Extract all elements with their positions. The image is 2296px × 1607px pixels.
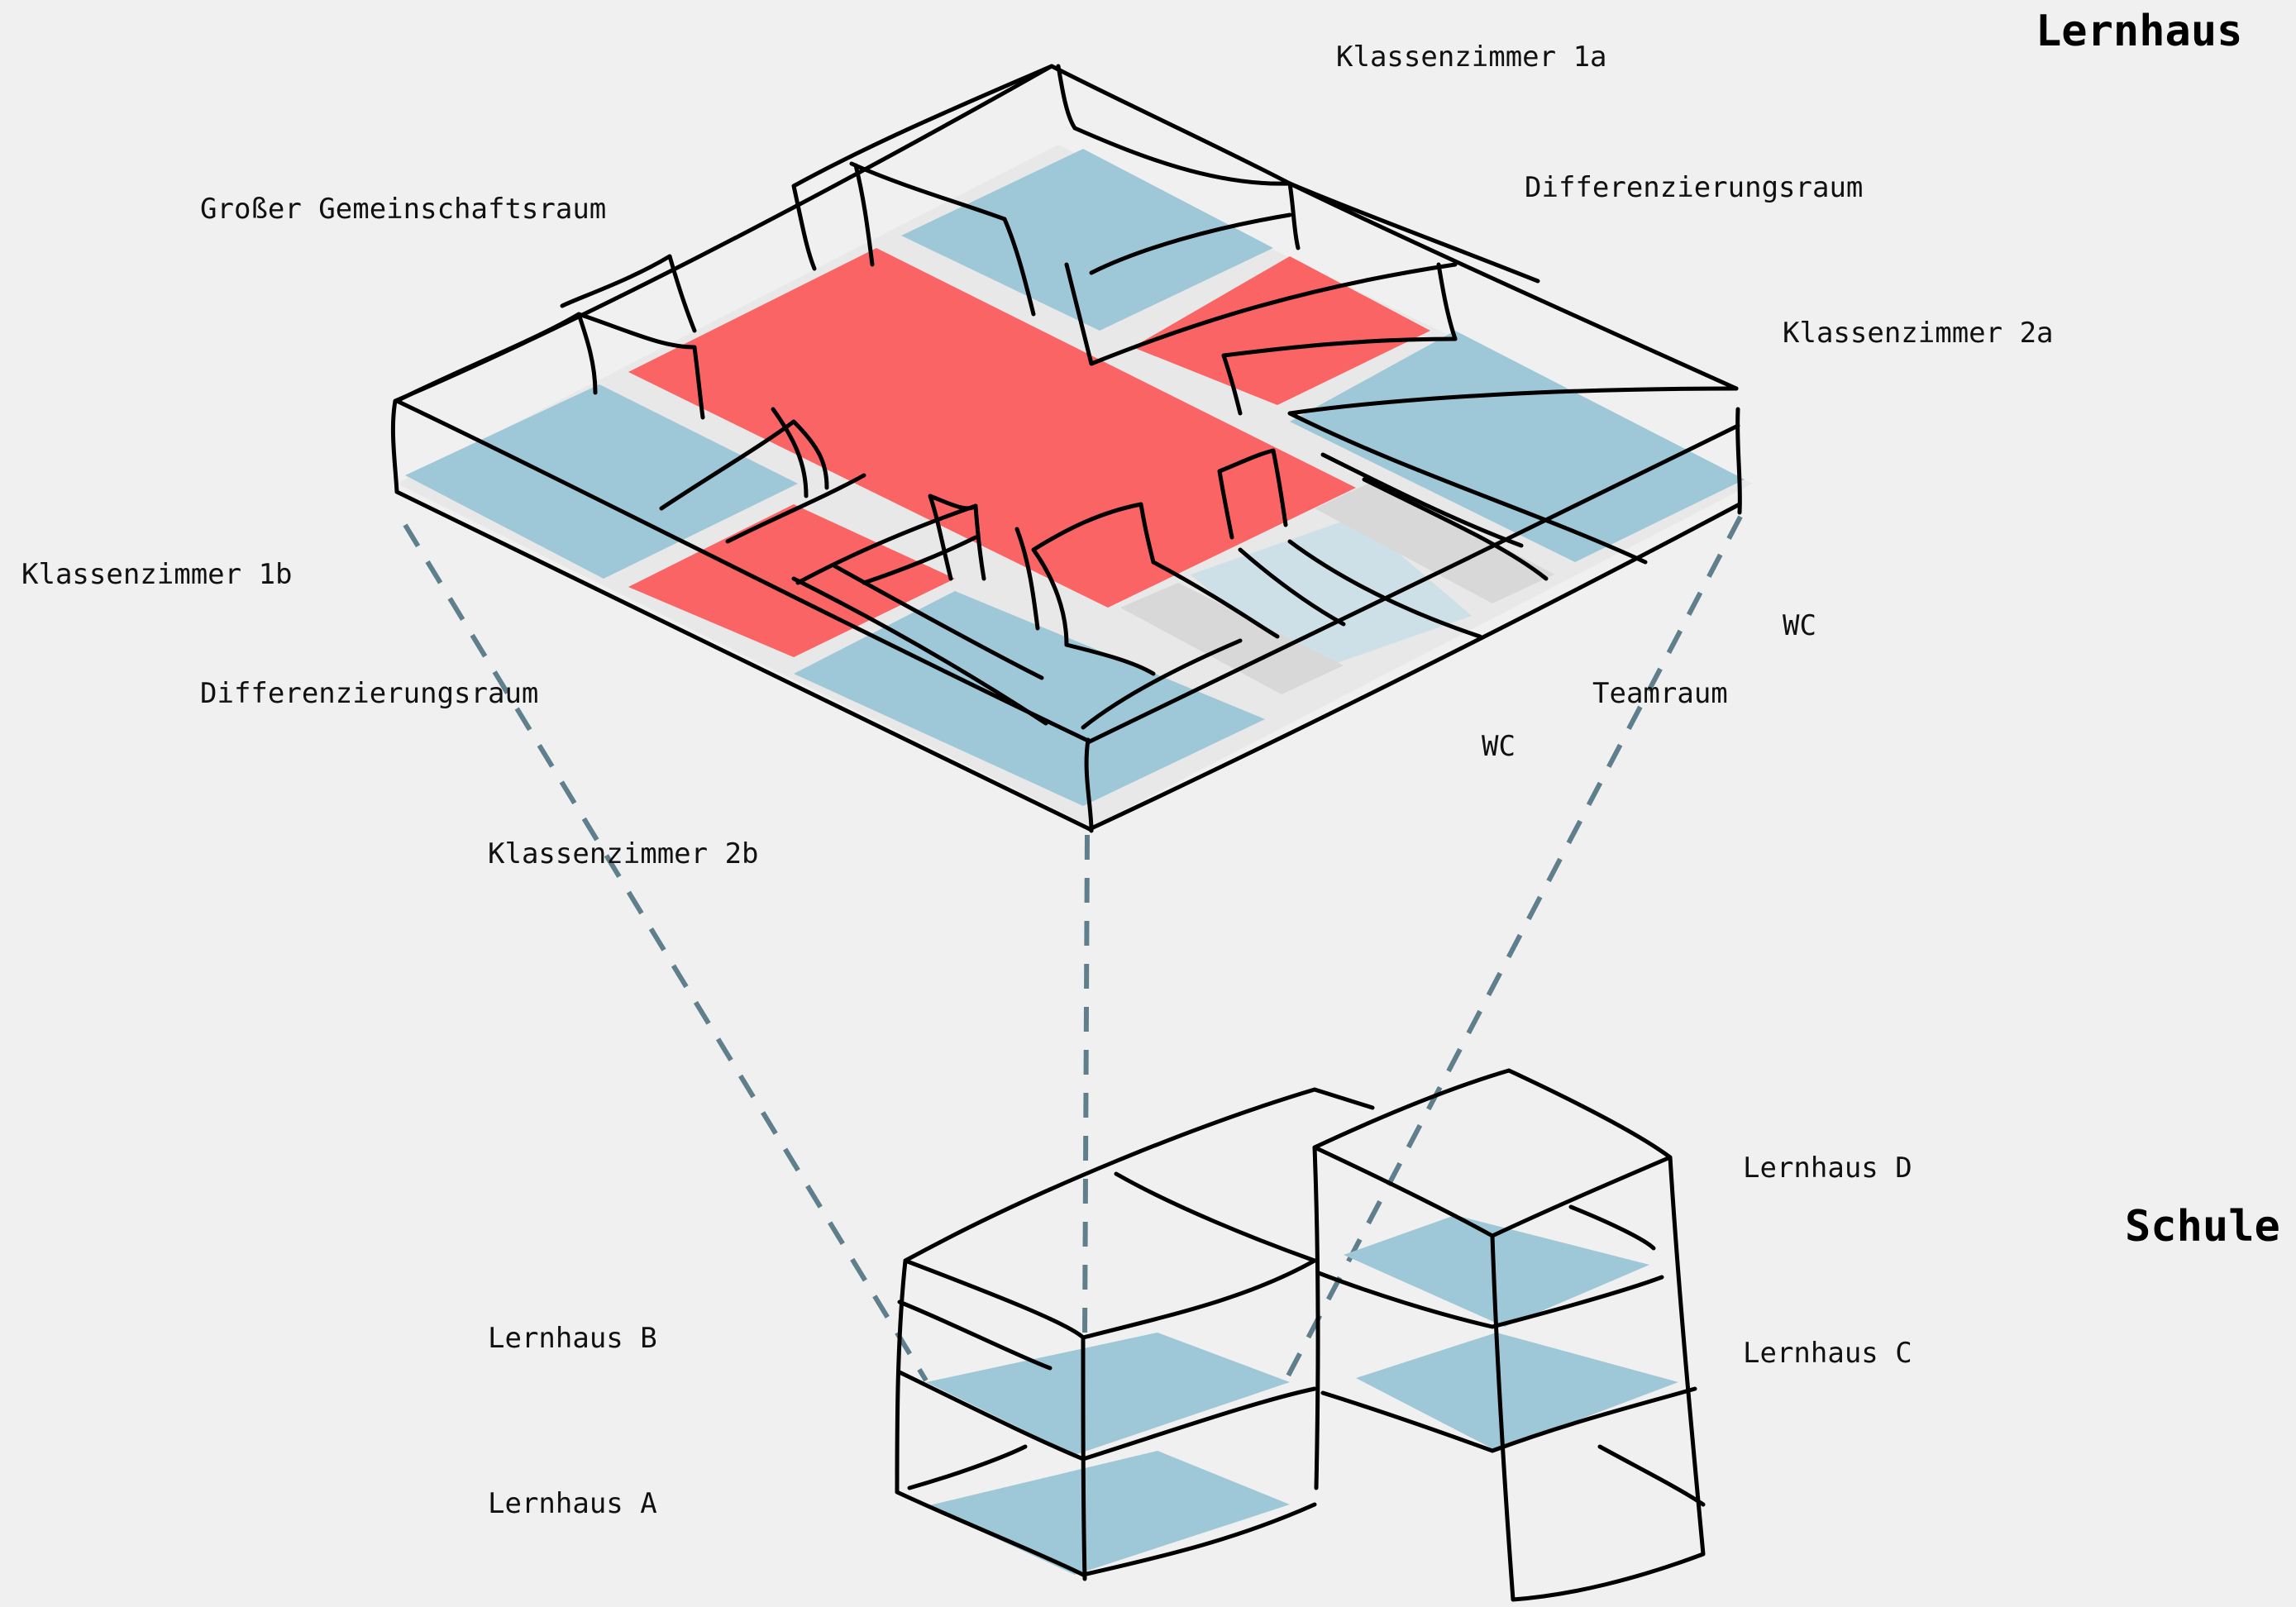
- label-wc-center: WC: [1482, 730, 1516, 763]
- label-wc-right: WC: [1783, 609, 1816, 642]
- title-schule: Schule: [2125, 1202, 2280, 1252]
- block-right-outline: [1312, 1068, 1706, 1602]
- guide-line-center: [1082, 834, 1090, 1340]
- zone-wc-right: [1315, 479, 1554, 603]
- block-left-outline: [895, 1087, 1375, 1581]
- lernhaus-a-floor: [926, 1451, 1290, 1575]
- wall-classroom-1b-divider: [659, 407, 978, 585]
- label-teamraum: Teamraum: [1592, 677, 1728, 710]
- zone-klassenzimmer-1b: [405, 384, 798, 579]
- label-lernhaus-c: Lernhaus C: [1743, 1337, 1912, 1370]
- title-lernhaus: Lernhaus: [2036, 7, 2243, 56]
- zone-grosser-gemeinschaftsraum: [628, 248, 1356, 608]
- lernhaus-c-floor: [1356, 1333, 1678, 1451]
- slab-edge-left: [390, 64, 1092, 832]
- label-differenzierungsraum-top: Differenzierungsraum: [1525, 171, 1864, 204]
- wall-gemeinschaftsraum-left: [394, 254, 705, 420]
- zone-differenzierungsraum-left: [628, 504, 955, 657]
- zone-differenzierungsraum-top: [1133, 256, 1430, 405]
- zone-klassenzimmer-2a: [1290, 331, 1745, 562]
- wall-center-columns: [928, 494, 1156, 647]
- lernhaus-d-floor: [1344, 1215, 1649, 1327]
- label-lernhaus-b: Lernhaus B: [488, 1322, 657, 1355]
- label-klassenzimmer-1a: Klassenzimmer 1a: [1336, 41, 1607, 74]
- guide-line-left: [403, 523, 928, 1382]
- guide-line-right: [1283, 515, 1743, 1382]
- label-lernhaus-a: Lernhaus A: [488, 1487, 657, 1520]
- label-klassenzimmer-2a: Klassenzimmer 2a: [1783, 317, 2054, 350]
- wall-klassenzimmer-2a: [1221, 336, 1739, 565]
- zone-klassenzimmer-2b: [794, 591, 1265, 806]
- label-klassenzimmer-1b: Klassenzimmer 1b: [21, 558, 293, 591]
- label-klassenzimmer-2b: Klassenzimmer 2b: [488, 837, 759, 870]
- lernhaus-b-floor: [926, 1333, 1290, 1455]
- wall-teamraum: [1217, 448, 1549, 639]
- wall-differenzierungsraum-top: [1064, 181, 1540, 366]
- wall-outline-top: [791, 64, 1739, 391]
- schule-building-blocks: [895, 1068, 1706, 1602]
- label-grosser-gemeinschaftsraum: Großer Gemeinschaftsraum: [200, 193, 607, 226]
- zone-wc-center: [1120, 583, 1344, 694]
- lernhaus-floor-plan: [390, 64, 1753, 833]
- zone-klassenzimmer-1a: [901, 149, 1273, 331]
- label-differenzierungsraum-left: Differenzierungsraum: [200, 677, 539, 710]
- wall-classroom-1a: [849, 64, 1301, 317]
- wall-center-lines: [791, 560, 1280, 730]
- label-lernhaus-d: Lernhaus D: [1743, 1152, 1912, 1185]
- projection-guides: [403, 515, 1743, 1382]
- slab-edge-right: [1084, 407, 1742, 833]
